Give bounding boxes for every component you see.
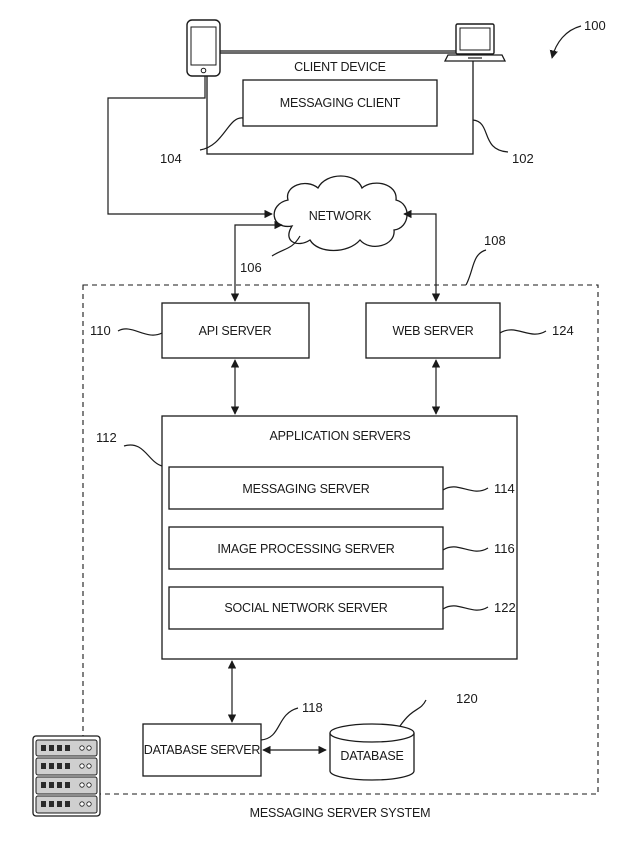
ref-110: 110 <box>90 323 111 338</box>
server-rack-icon <box>32 735 101 817</box>
ref-114-leader <box>442 486 489 492</box>
database-cylinder <box>329 723 415 781</box>
ref-120-leader <box>399 699 427 727</box>
ref-122-leader <box>442 605 489 611</box>
database-label: DATABASE <box>340 749 403 763</box>
ref-108: 108 <box>484 233 506 248</box>
ref-112: 112 <box>96 430 117 445</box>
database-server-label: DATABASE SERVER <box>144 743 261 757</box>
image-processing-server-box <box>168 526 444 570</box>
ref-108-leader <box>465 249 487 286</box>
social-network-server-box <box>168 586 444 630</box>
ref-120: 120 <box>456 691 478 706</box>
messaging-client-label: MESSAGING CLIENT <box>280 96 401 110</box>
ref-118: 118 <box>302 700 323 715</box>
ref-104-leader <box>199 117 244 151</box>
network-webserver-connector <box>403 209 441 302</box>
ref-116-leader <box>442 546 489 552</box>
ref-116: 116 <box>494 541 515 556</box>
figure-number-arrow <box>549 25 582 59</box>
laptop-icon <box>443 23 507 62</box>
network-label: NETWORK <box>309 209 372 223</box>
messaging-server-system-boundary <box>82 284 599 795</box>
ref-124-leader <box>499 329 547 335</box>
figure-number: 100 <box>584 18 606 33</box>
messaging-server-box <box>168 466 444 510</box>
ref-118-leader <box>260 707 299 741</box>
web-server-label: WEB SERVER <box>392 324 473 338</box>
api-server-box <box>161 302 310 359</box>
ref-102-leader <box>472 119 509 153</box>
ref-122: 122 <box>494 600 516 615</box>
database-server-box <box>142 723 262 777</box>
web-server-box <box>365 302 501 359</box>
network-cloud <box>273 175 408 252</box>
application-servers-label: APPLICATION SERVERS <box>270 429 411 443</box>
ref-124: 124 <box>552 323 574 338</box>
ref-104: 104 <box>160 151 182 166</box>
ref-102: 102 <box>512 151 534 166</box>
messaging-server-label: MESSAGING SERVER <box>242 482 369 496</box>
ref-112-leader <box>123 444 163 467</box>
image-processing-server-label: IMAGE PROCESSING SERVER <box>217 542 394 556</box>
ref-110-leader <box>117 328 163 336</box>
ref-114: 114 <box>494 481 515 496</box>
client-device-label: CLIENT DEVICE <box>294 60 386 74</box>
social-network-server-label: SOCIAL NETWORK SERVER <box>224 601 387 615</box>
network-apiserver-connector <box>230 220 283 302</box>
smartphone-icon <box>186 19 221 77</box>
messaging-client-box <box>242 79 438 127</box>
messaging-server-system-label: MESSAGING SERVER SYSTEM <box>250 806 431 820</box>
ref-106: 106 <box>240 260 262 275</box>
client-network-connector <box>107 76 273 219</box>
api-server-label: API SERVER <box>199 324 272 338</box>
